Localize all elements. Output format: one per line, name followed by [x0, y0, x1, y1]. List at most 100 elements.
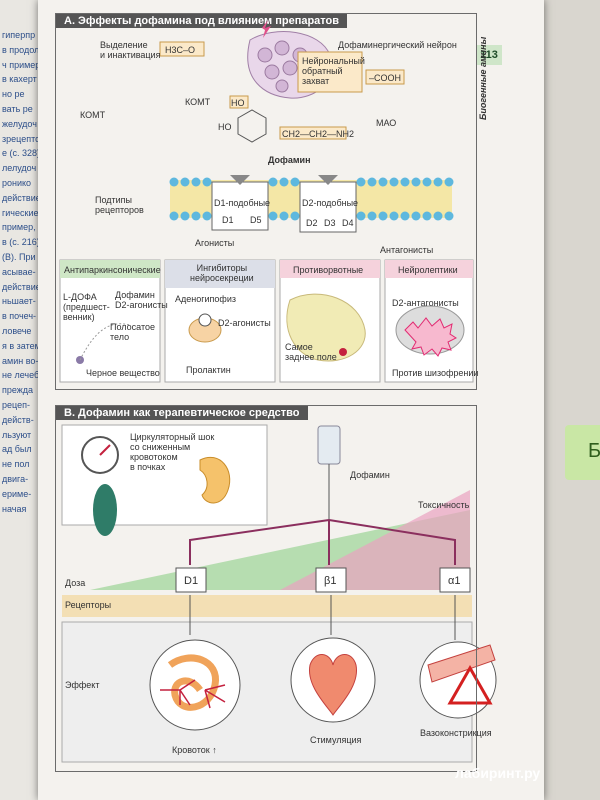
section-b-title: B. Дофамин как терапевтическое средство: [56, 406, 308, 420]
box-neuroleptic-header: [385, 260, 473, 278]
cooh-box: [365, 69, 405, 85]
gauge-needle: [99, 444, 111, 456]
left-page-text-line: е (с. 328): [2, 148, 40, 159]
label-comt-2: КОМТ: [80, 110, 106, 120]
left-page-text-line: (B). При: [2, 252, 36, 262]
page-number: 113: [476, 45, 502, 65]
label-a1-receptor: α1: [448, 575, 461, 587]
b1-receptor-box: [315, 567, 347, 593]
d1-like-receptor: [211, 181, 269, 231]
left-page-text-line: ньшает-: [2, 296, 36, 307]
label-d3: D3: [324, 218, 336, 228]
label-d5: D5: [250, 215, 262, 225]
box-neurosecretion-title: Ингибиторы нейросекреции: [190, 263, 254, 283]
label-ho-1: HO: [231, 98, 245, 108]
label-bloodflow: Кровоток ↑: [172, 745, 217, 755]
box-antiemetic-header: [280, 260, 380, 278]
dopamine-arrow-d1: [230, 175, 250, 185]
arrow-to-d1: [189, 519, 330, 565]
index-tab-letter: Б: [588, 440, 600, 462]
left-page-text-line: амин во-: [2, 355, 39, 366]
left-page-text-line: пример,: [2, 222, 36, 233]
schizophrenia-burst-icon: [404, 317, 457, 357]
amine-chain-box: [279, 126, 347, 140]
left-page-text-line: вать ре: [2, 104, 33, 114]
box-antiemetic-title: Противорвотные: [293, 265, 364, 275]
label-antagonists: Антагонисты: [380, 245, 434, 255]
d2-like-receptor: [299, 181, 357, 233]
left-page-text-line: не лечеб-: [2, 370, 40, 381]
label-d2: D2: [306, 218, 318, 228]
label-toxicity: Токсичность: [418, 500, 470, 510]
left-page-text-line: в продол: [2, 44, 40, 55]
index-tab: [565, 425, 600, 480]
section-b-panel: B. Дофамин как терапевтическое средство: [55, 405, 477, 772]
nigrostriatal-path: [79, 323, 131, 361]
left-page-text-line: ронико: [2, 178, 32, 188]
left-page-text-line: асывае-: [2, 266, 36, 277]
reuptake-box: [297, 51, 363, 93]
d1-receptor-box: [175, 567, 207, 593]
ho-box: [229, 95, 249, 109]
label-comt-1: КОМТ: [185, 97, 211, 107]
right-page-edge: [544, 0, 600, 800]
section-a-panel: A. Эффекты дофамина под влиянием препара…: [55, 13, 477, 390]
left-page-text-line: ч пример: [2, 59, 40, 70]
box-antiparkinson-item-ldopa: L-ДОФА (предшест- венник): [63, 292, 110, 322]
box-neurosecretion-header: [165, 260, 275, 288]
label-d4: D4: [342, 218, 354, 228]
left-page-text-line: не пол: [2, 459, 30, 470]
kidney-drawing: [199, 456, 231, 504]
a1-receptor-box: [439, 567, 471, 593]
left-page-text-line: начая: [2, 503, 27, 514]
label-reuptake: Нейрональный обратный захват: [302, 56, 365, 86]
arrow-to-a1: [328, 519, 456, 565]
label-d1-receptor: D1: [184, 575, 199, 587]
heart-drawing: [309, 654, 357, 716]
label-effect: Эффект: [65, 680, 100, 690]
box-neurosecretion-item-agonists: D2-агонисты: [218, 318, 271, 328]
label-shock: Циркуляторный шок со сниженным кровотоко…: [130, 432, 215, 472]
dopamine-arrow-d2: [318, 175, 338, 185]
label-cooh: –COOH: [369, 73, 402, 83]
label-receptor-subtypes: Подтипы рецепторов: [95, 195, 144, 215]
label-amine-chain: CH2—CH2—NH2: [282, 129, 355, 139]
mesenteric-vessels: [160, 679, 226, 709]
label-dopamine-b: Дофамин: [350, 470, 390, 480]
left-page-text-line: желудоч: [2, 118, 37, 129]
membrane-heads-top: [169, 177, 454, 187]
label-dose: Доза: [65, 578, 86, 588]
box-antiemetic-item-postrema: Самое заднее поле: [285, 342, 337, 362]
left-page-text-line: зрецептор: [2, 133, 40, 144]
toxicity-wedge: [280, 490, 470, 590]
effect-panel: [61, 621, 473, 763]
label-dopamine-a: Дофамин: [268, 155, 311, 165]
label-d1-like: D1-подобные: [214, 198, 271, 208]
left-page-text-line: действие: [2, 192, 40, 203]
label-d2-like: D2-подобные: [302, 198, 359, 208]
box-neuroleptic-item-antagonists: D2-антагонисты: [392, 298, 459, 308]
left-page-text-line: в (с. 216).: [2, 237, 40, 248]
intestine-drawing: [167, 654, 219, 711]
inhibit-icon: [198, 313, 212, 327]
brain-section-drawing: [286, 293, 366, 362]
benzene-ring: [237, 109, 267, 143]
box-antiparkinson-item-striatum: Полосатое тело: [110, 322, 155, 342]
box-antiparkinson-header: [60, 260, 160, 278]
left-page-text-line: ловече: [2, 326, 32, 336]
label-mao: МАО: [376, 118, 397, 128]
vessel-drawing: [427, 644, 496, 683]
warning-triangle-icon: [447, 664, 493, 705]
left-page-text-line: двига-: [2, 474, 29, 484]
label-receptors: Рецепторы: [65, 600, 112, 610]
label-dopaminergic-neuron: Дофаминергический нейрон: [338, 40, 457, 50]
left-page-text-line: ад был: [2, 444, 32, 455]
left-page-text-line: действие: [2, 281, 40, 292]
signal-lightning-icon: [262, 20, 271, 38]
left-page-text-line: действ-: [2, 414, 34, 425]
h3co-box: [159, 41, 205, 57]
pump-bulb: [93, 484, 117, 536]
label-h3co: H3C–O: [165, 45, 196, 55]
